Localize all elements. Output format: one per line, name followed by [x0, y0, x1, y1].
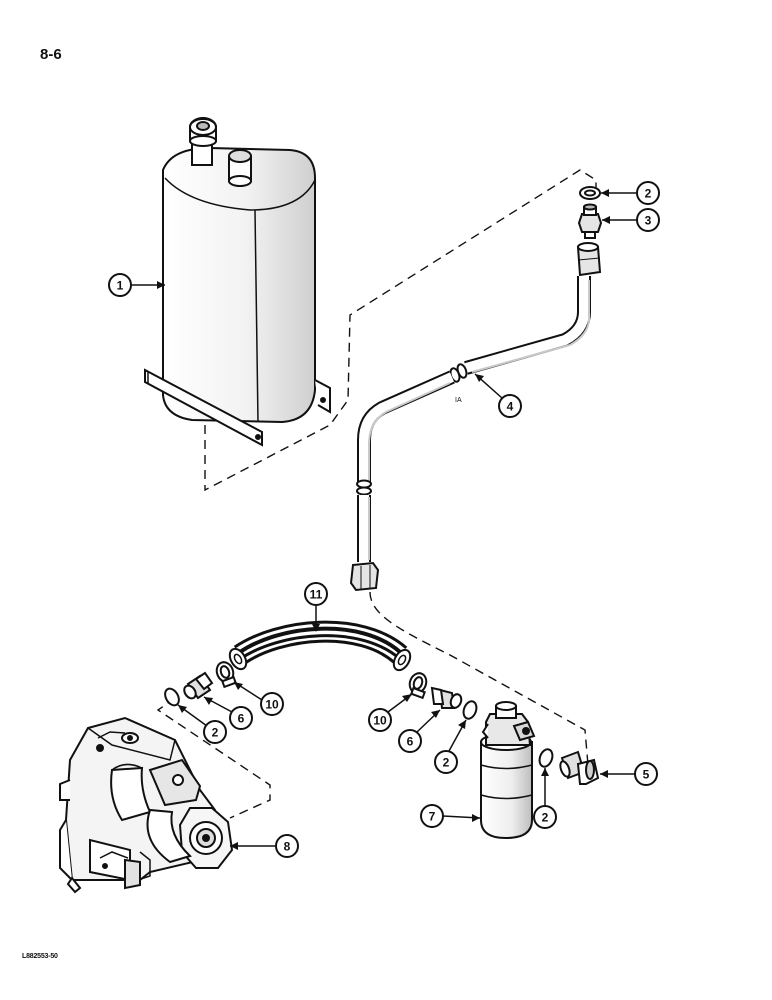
hose-clamp-filter-side	[408, 672, 428, 700]
connector-filter-side	[430, 686, 463, 709]
filter-canister	[480, 741, 533, 840]
callout-number: 1	[117, 279, 124, 293]
callout-number: 3	[645, 214, 652, 228]
callout-o-ring-pump: 2	[177, 704, 227, 744]
hydraulic-hose	[228, 620, 412, 672]
routing-line-tube-to-elbow	[369, 591, 589, 766]
callout-connector-filter: 6	[398, 709, 441, 753]
routing-lines	[156, 169, 597, 819]
callout-pump: 8	[230, 834, 299, 858]
hose-clamp-pump-side	[215, 661, 237, 689]
tube-nut-bottom	[349, 561, 380, 592]
hydraulic-pump	[59, 716, 234, 894]
steel-tube: IA	[349, 242, 602, 592]
callout-number: 4	[507, 400, 514, 414]
o-ring-filter-out	[538, 748, 554, 768]
hydraulic-filter	[480, 701, 536, 840]
elbow-fitting	[559, 750, 600, 785]
mounting-bracket	[144, 368, 263, 447]
o-rings-lower	[164, 687, 554, 768]
page-number: 8-6	[40, 46, 62, 63]
svg-text:IA: IA	[455, 397, 462, 404]
callout-number: 7	[429, 810, 436, 824]
reservoir-body	[162, 146, 316, 424]
callout-number: 2	[212, 726, 219, 740]
callout-o-ring-filter-in: 2	[434, 719, 467, 774]
callout-clamp-pump: 10	[233, 681, 284, 716]
reservoir-corner-edge	[254, 209, 259, 423]
callout-filter: 7	[420, 804, 481, 828]
callout-number: 2	[542, 811, 549, 825]
routing-line-pump-fitting	[156, 697, 271, 819]
hydraulic-reservoir	[144, 117, 331, 447]
o-ring-filter-in	[462, 700, 478, 720]
connector-pump-side	[183, 671, 214, 700]
callout-reservoir: 1	[108, 273, 165, 297]
callout-number: 6	[238, 712, 245, 726]
top-fitting	[577, 186, 603, 239]
callout-number: 5	[643, 768, 650, 782]
o-ring-pump	[164, 687, 180, 707]
figure-code: L882553-50	[22, 953, 58, 960]
callout-number: 11	[310, 588, 323, 602]
callout-number: 6	[407, 735, 414, 749]
callout-steel-tube: 4	[474, 373, 522, 418]
callout-connector-pump: 6	[203, 696, 253, 730]
callout-number: 10	[373, 714, 387, 728]
callout-number: 2	[443, 756, 450, 770]
callout-number: 10	[265, 698, 279, 712]
callout-number: 8	[284, 840, 291, 854]
callout-o-ring-filter-out: 2	[533, 768, 557, 829]
callout-hose: 11	[304, 582, 328, 632]
breather-cap-icon	[228, 149, 252, 163]
callout-o-ring-top: 2	[601, 181, 660, 205]
reservoir-top-edge	[164, 177, 316, 211]
adapter-top	[577, 213, 603, 233]
callout-adapter-top: 3	[602, 208, 660, 232]
callout-clamp-filter: 10	[368, 693, 413, 732]
callout-number: 2	[645, 187, 652, 201]
callout-elbow: 5	[600, 762, 658, 786]
